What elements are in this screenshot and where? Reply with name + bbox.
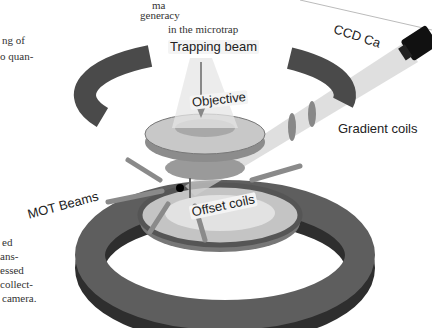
paper-text: in the microtrap	[168, 23, 238, 35]
paper-text: ed	[2, 236, 12, 248]
paper-text: ng of	[2, 34, 25, 46]
part-label: CCD Ca	[332, 22, 382, 51]
part-label: Gradient coils	[338, 122, 417, 136]
paper-text: collect-	[0, 278, 33, 290]
imaging-lens	[308, 101, 316, 127]
part-label: MOT Beams	[26, 189, 100, 222]
imaging-lens	[288, 113, 296, 141]
paper-text: ans-	[0, 250, 18, 262]
paper-text: camera.	[2, 292, 37, 304]
arrow	[189, 178, 191, 198]
paper-text: o quan-	[0, 50, 33, 62]
part-label: Trapping beam	[168, 40, 259, 54]
gradient-coil-upper	[290, 58, 345, 103]
paper-text: generacy	[140, 9, 180, 21]
ccd-camera	[395, 25, 432, 65]
offset-coil	[140, 185, 300, 245]
atom-cloud	[176, 184, 184, 192]
sheet-edge	[300, 0, 432, 30]
gradient-coil-upper	[85, 56, 150, 118]
paper-text: essed	[0, 264, 24, 276]
gradient-coil-lower	[90, 195, 360, 315]
